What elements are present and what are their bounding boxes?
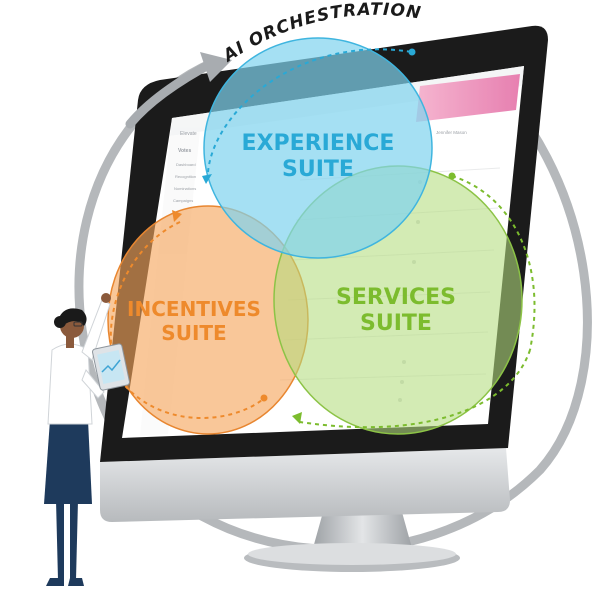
sidebar-item-0[interactable]: Dashboard xyxy=(176,162,196,167)
app-name: Elevate xyxy=(180,131,197,137)
person-skirt xyxy=(44,420,92,504)
services-suite-label: SERVICES SUITE xyxy=(336,285,456,336)
monitor-chin xyxy=(100,448,510,522)
sidebar-item-2[interactable]: Nominations xyxy=(174,186,196,191)
incentives-suite-label: INCENTIVES SUITE xyxy=(127,297,261,345)
arrow-head-icon xyxy=(172,210,182,222)
arrow-head-icon xyxy=(292,412,302,424)
arrow-head-icon xyxy=(202,174,212,184)
orbit-arrow-icon xyxy=(125,52,232,129)
dashed-flow-arcs xyxy=(109,48,536,429)
tablet-icon xyxy=(92,343,130,391)
experience-circle[interactable] xyxy=(203,37,433,259)
suite-venn xyxy=(107,37,523,435)
incentives-suite-line2: SUITE xyxy=(161,321,226,345)
person-figure xyxy=(44,293,111,586)
services-suite-line1: SERVICES xyxy=(336,285,456,310)
experience-suite-label: EXPERIENCE SUITE xyxy=(242,131,395,182)
sidebar-item-1[interactable]: Recognition xyxy=(175,174,196,179)
user-label: Jennifer Mason xyxy=(436,130,467,135)
screen-section-title: Votes xyxy=(178,148,191,154)
experience-suite-line2: SUITE xyxy=(282,157,354,182)
incentives-suite-line1: INCENTIVES xyxy=(127,297,261,321)
screen-banner xyxy=(416,74,520,122)
services-suite-line2: SUITE xyxy=(360,311,432,336)
sidebar-item-3[interactable]: Campaigns xyxy=(173,198,193,203)
experience-suite-line1: EXPERIENCE xyxy=(242,131,395,156)
flow-nodes xyxy=(172,48,456,424)
